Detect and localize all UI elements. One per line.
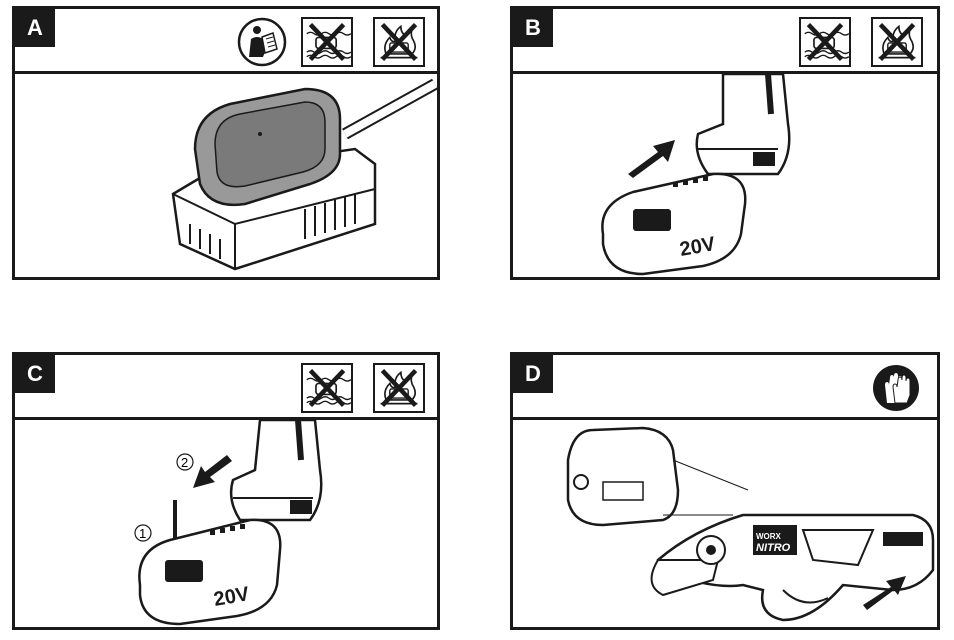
panel-a: A <box>12 6 440 280</box>
panel-a-header: A <box>15 9 437 74</box>
no-water-icon <box>301 363 353 413</box>
no-fire-icon <box>373 17 425 67</box>
step-1-label: 1 <box>139 526 146 541</box>
no-water-icon <box>799 17 851 67</box>
panel-d: D WORX NITRO <box>510 352 940 630</box>
read-manual-icon <box>235 17 289 67</box>
panel-c-label: C <box>15 355 55 393</box>
no-water-icon <box>301 17 353 67</box>
no-fire-icon <box>373 363 425 413</box>
step-2-label: 2 <box>181 455 188 470</box>
tool-brand-label: WORX <box>756 532 782 541</box>
panel-a-illustration <box>15 74 437 277</box>
panel-a-label: A <box>15 9 55 47</box>
panel-b-illustration: 20V <box>513 74 937 277</box>
panel-c-illustration: 2 1 20V <box>15 420 437 627</box>
panel-c-header: C <box>15 355 437 420</box>
panel-d-label: D <box>513 355 553 393</box>
panel-b: B <box>510 6 940 280</box>
panel-d-header: D <box>513 355 937 420</box>
panel-b-header: B <box>513 9 937 74</box>
panel-c: C <box>12 352 440 630</box>
no-fire-icon <box>871 17 923 67</box>
panel-b-label: B <box>513 9 553 47</box>
panel-d-illustration: WORX NITRO <box>513 420 937 627</box>
tool-series-label: NITRO <box>756 542 791 554</box>
wear-gloves-icon <box>869 363 923 413</box>
